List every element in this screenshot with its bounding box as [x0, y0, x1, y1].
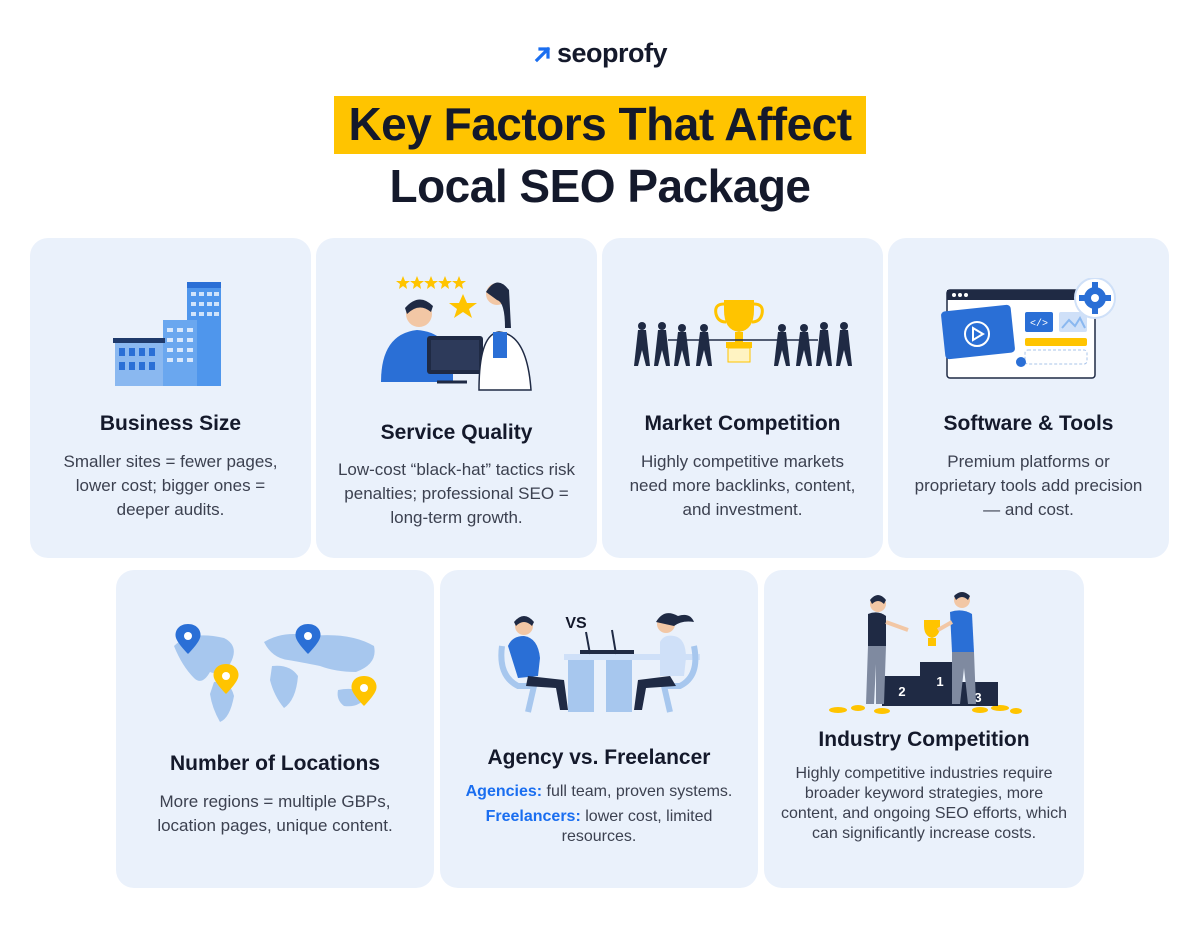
card-heading: Industry Competition [818, 728, 1030, 751]
page-title: Key Factors That Affect Local SEO Packag… [0, 96, 1200, 212]
agency-line: Agencies: full team, proven systems. [458, 782, 740, 802]
card-description: Highly competitive industries require br… [780, 765, 1068, 842]
podium-third: 3 [974, 690, 981, 705]
agency-vs-freelancer-icon: VS [440, 606, 758, 716]
freelancer-line: Freelancers: lower cost, limited resourc… [470, 807, 728, 847]
card-heading: Number of Locations [169, 752, 380, 775]
card-description: Low-cost “black-hat” tactics risk penalt… [337, 460, 576, 527]
card-description: Smaller sites = fewer pages, lower cost;… [63, 452, 278, 519]
card-number-of-locations: Number of Locations More regions = multi… [116, 570, 434, 888]
title-line-1: Key Factors That Affect [334, 96, 866, 154]
card-description: Premium platforms or proprietary tools a… [914, 452, 1143, 519]
logo-arrow-icon [534, 46, 551, 63]
tug-of-war-trophy-icon [602, 296, 883, 372]
office-buildings-icon [30, 278, 311, 388]
brand-logo: seoprofy [0, 38, 1200, 69]
world-map-pins-icon [116, 616, 434, 726]
card-industry-competition: 2 1 3 Industry Competition Highly compet… [764, 570, 1084, 888]
agency-label: Agencies: [465, 783, 543, 800]
card-heading: Software & Tools [943, 412, 1114, 435]
winners-podium-icon: 2 1 3 [764, 592, 1084, 716]
card-heading: Market Competition [644, 412, 841, 435]
freelancer-label: Freelancers: [485, 808, 581, 825]
card-software-tools: </> Software & Tools Premium platforms o… [888, 238, 1169, 558]
vs-label: VS [565, 615, 587, 632]
card-market-competition: Market Competition Highly competitive ma… [602, 238, 883, 558]
card-agency-vs-freelancer: VS Agency vs. Freelancer Agencies: full … [440, 570, 758, 888]
five-star-review-icon [316, 272, 597, 392]
card-business-size: Business Size Smaller sites = fewer page… [30, 238, 311, 558]
card-heading: Business Size [99, 412, 242, 435]
card-heading: Service Quality [380, 421, 533, 444]
podium-second: 2 [898, 684, 905, 699]
card-description: More regions = multiple GBPs, location p… [157, 792, 393, 835]
card-description: Highly competitive markets need more bac… [629, 452, 856, 519]
title-line-2: Local SEO Package [389, 160, 811, 212]
svg-text:</>: </> [1029, 318, 1047, 330]
brand-name: seoprofy [556, 38, 668, 68]
card-service-quality: Service Quality Low-cost “black-hat” tac… [316, 238, 597, 558]
card-heading: Agency vs. Freelancer [487, 746, 711, 769]
agency-text: full team, proven systems. [546, 783, 733, 800]
podium-first: 1 [936, 674, 943, 689]
freelancer-text: lower cost, limited resources. [561, 808, 713, 845]
browser-tools-gear-icon: </> [888, 278, 1169, 382]
